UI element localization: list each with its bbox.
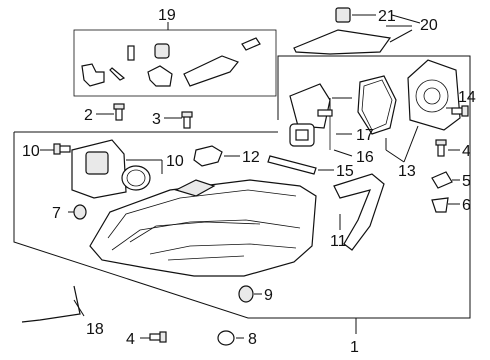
callout-4-bottom: 4 (126, 331, 135, 348)
screw-11 (53, 143, 71, 155)
callout-21: 20 (420, 17, 438, 34)
bracket-kit-parts (81, 37, 261, 87)
callout-8: 8 (248, 331, 257, 348)
callout-16: 15 (336, 163, 354, 180)
seal-gasket (357, 75, 397, 135)
cap-6 (431, 197, 449, 213)
plug-9 (238, 285, 254, 303)
grommet-8 (217, 330, 235, 346)
screw-3 (181, 111, 193, 129)
callout-12: 11 (330, 233, 347, 250)
callout-1: 1 (350, 339, 359, 356)
callout-10: 10 (166, 153, 184, 170)
bracket-kit-frame (73, 29, 277, 97)
callout-14: 13 (398, 163, 416, 180)
callout-4-right: 4 (462, 143, 471, 160)
callout-17: 16 (356, 149, 374, 166)
socket-13 (193, 145, 223, 167)
callout-3: 3 (152, 111, 161, 128)
callout-6: 6 (462, 197, 471, 214)
screw-18 (317, 109, 333, 117)
ballast-module (407, 59, 461, 131)
screw-2 (113, 103, 125, 121)
headlamp-housing (89, 179, 317, 277)
callout-11: 10 (22, 143, 40, 160)
callout-19: 18 (86, 321, 104, 338)
callout-7: 7 (52, 205, 61, 222)
callout-18: 17 (356, 127, 374, 144)
bezel-strip (333, 173, 385, 251)
screw-4b (149, 331, 167, 343)
callout-2: 2 (84, 107, 93, 124)
hose-19 (21, 285, 81, 323)
callout-5: 5 (462, 173, 471, 190)
callout-9: 9 (264, 287, 273, 304)
callout-13: 12 (242, 149, 260, 166)
control-unit-10 (71, 139, 127, 199)
callout-15: 14 (458, 89, 476, 106)
screw-4a (435, 139, 447, 157)
seal-ring (121, 165, 151, 191)
screw-15 (451, 105, 469, 117)
top-cover-assembly (293, 7, 392, 55)
mounting-bracket (289, 83, 331, 147)
callout-20: 19 (158, 7, 176, 24)
plug-7 (73, 204, 87, 220)
callout-22: 21 (378, 8, 396, 25)
connector-16 (267, 155, 317, 175)
clip-5 (431, 171, 453, 189)
